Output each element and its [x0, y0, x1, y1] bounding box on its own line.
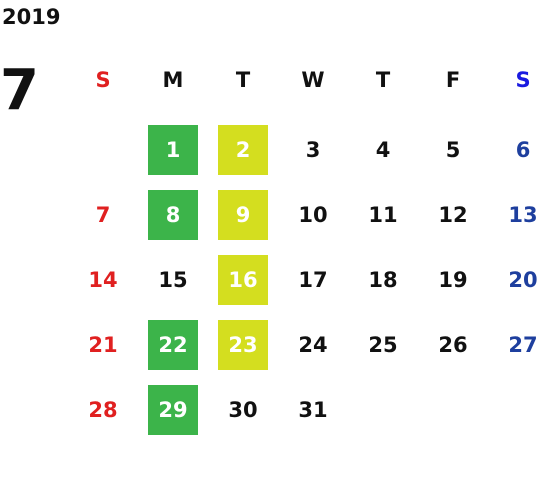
highlight-green: [148, 320, 198, 370]
highlight-yellow: [218, 255, 268, 305]
day-cell-23[interactable]: 23: [208, 315, 278, 375]
weekday-header-sat: S: [515, 68, 531, 92]
day-number: 18: [368, 268, 398, 292]
day-number: 24: [298, 333, 328, 357]
day-cell-21[interactable]: 21: [68, 315, 138, 375]
weekday-header-sun: S: [95, 68, 111, 92]
day-number: 2: [235, 138, 251, 162]
day-number: 7: [95, 203, 111, 227]
day-cell-3[interactable]: 3: [278, 120, 348, 180]
day-number: 10: [298, 203, 328, 227]
highlight-yellow: [218, 320, 268, 370]
day-number: 3: [305, 138, 321, 162]
weekday-header-fri: F: [445, 68, 461, 92]
weekday-header-mon: M: [162, 68, 184, 92]
day-cell-31[interactable]: 31: [278, 380, 348, 440]
highlight-green: [148, 385, 198, 435]
day-cell-25[interactable]: 25: [348, 315, 418, 375]
highlight-yellow: [218, 190, 268, 240]
day-cell-19[interactable]: 19: [418, 250, 488, 310]
day-cell-16[interactable]: 16: [208, 250, 278, 310]
day-number: 1: [165, 138, 181, 162]
day-number: 23: [228, 333, 258, 357]
day-number: 17: [298, 268, 328, 292]
day-cell-24[interactable]: 24: [278, 315, 348, 375]
highlight-green: [148, 125, 198, 175]
day-cell-10[interactable]: 10: [278, 185, 348, 245]
day-cell-11[interactable]: 11: [348, 185, 418, 245]
day-number: 5: [445, 138, 461, 162]
day-number: 6: [515, 138, 531, 162]
day-number: 20: [508, 268, 538, 292]
day-cell-4[interactable]: 4: [348, 120, 418, 180]
highlight-green: [148, 190, 198, 240]
highlight-yellow: [218, 125, 268, 175]
day-cell-8[interactable]: 8: [138, 185, 208, 245]
day-number: 28: [88, 398, 118, 422]
day-cell-26[interactable]: 26: [418, 315, 488, 375]
day-number: 21: [88, 333, 118, 357]
day-cell-6[interactable]: 6: [488, 120, 548, 180]
day-cell-14[interactable]: 14: [68, 250, 138, 310]
day-number: 19: [438, 268, 468, 292]
day-number: 8: [165, 203, 181, 227]
day-cell-30[interactable]: 30: [208, 380, 278, 440]
day-number: 14: [88, 268, 118, 292]
day-cell-17[interactable]: 17: [278, 250, 348, 310]
weekday-header-tue: T: [235, 68, 251, 92]
day-number: 12: [438, 203, 468, 227]
day-cell-27[interactable]: 27: [488, 315, 548, 375]
day-number: 13: [508, 203, 538, 227]
day-number: 27: [508, 333, 538, 357]
day-cell-2[interactable]: 2: [208, 120, 278, 180]
weekday-header-thu: T: [375, 68, 391, 92]
day-number: 31: [298, 398, 328, 422]
day-cell-15[interactable]: 15: [138, 250, 208, 310]
weekday-header-wed: W: [301, 68, 325, 92]
month-number: 7: [0, 58, 39, 123]
day-number: 26: [438, 333, 468, 357]
day-cell-7[interactable]: 7: [68, 185, 138, 245]
day-cell-29[interactable]: 29: [138, 380, 208, 440]
day-number: 11: [368, 203, 398, 227]
day-number: 25: [368, 333, 398, 357]
day-cell-18[interactable]: 18: [348, 250, 418, 310]
day-cell-5[interactable]: 5: [418, 120, 488, 180]
day-cell-22[interactable]: 22: [138, 315, 208, 375]
day-cell-20[interactable]: 20: [488, 250, 548, 310]
day-number: 15: [158, 268, 188, 292]
day-number: 29: [158, 398, 188, 422]
day-cell-13[interactable]: 13: [488, 185, 548, 245]
day-cell-1[interactable]: 1: [138, 120, 208, 180]
year-label: 2019: [2, 5, 61, 29]
day-number: 9: [235, 203, 251, 227]
day-cell-28[interactable]: 28: [68, 380, 138, 440]
day-number: 4: [375, 138, 391, 162]
day-cell-12[interactable]: 12: [418, 185, 488, 245]
day-cell-9[interactable]: 9: [208, 185, 278, 245]
day-number: 22: [158, 333, 188, 357]
day-number: 16: [228, 268, 258, 292]
day-number: 30: [228, 398, 258, 422]
